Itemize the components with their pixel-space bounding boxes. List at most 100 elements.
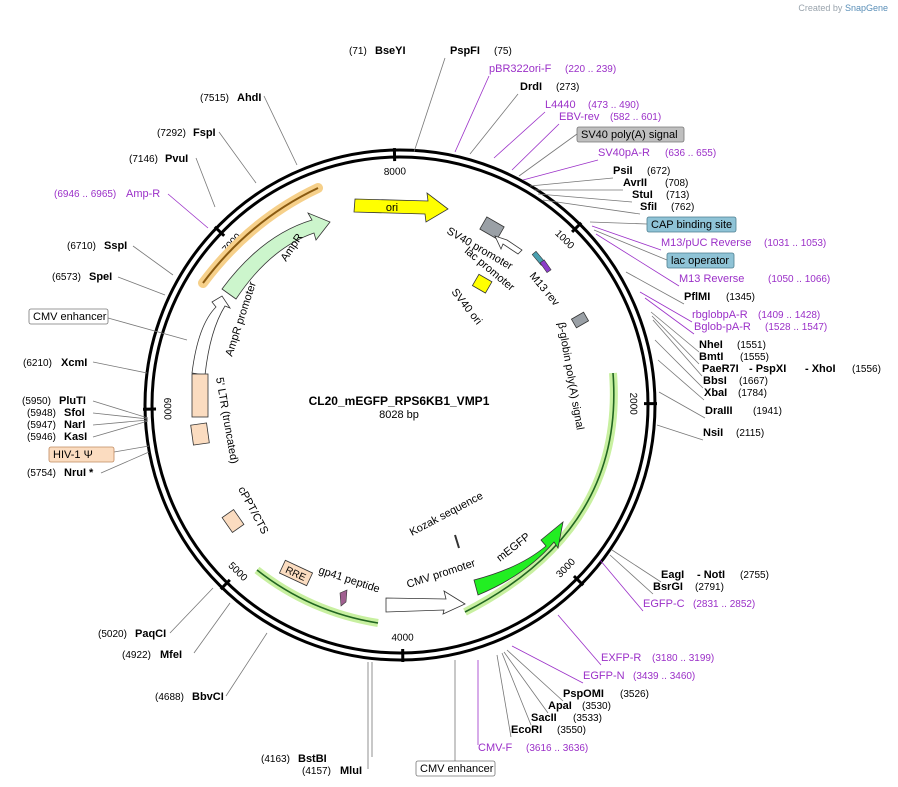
site-label-egfpc[interactable]: EGFP-C: [643, 598, 685, 610]
mEGFP-feature[interactable]: mEGFP: [473, 520, 564, 596]
site-label-psii[interactable]: PsiI: [613, 165, 633, 177]
ori-arrow[interactable]: [353, 192, 449, 223]
site-label-bglob[interactable]: Bglob-pA-R: [694, 321, 751, 333]
site-label-pluti[interactable]: PluTI: [59, 395, 86, 407]
leader-line: [611, 549, 662, 583]
site-label-ebv[interactable]: EBV-rev: [559, 111, 600, 123]
green-region-feature: [463, 372, 618, 616]
leader-line: [654, 339, 704, 389]
ampr-feature[interactable]: AmpR: [198, 183, 331, 300]
site-label-nhei[interactable]: NheI: [699, 339, 723, 351]
ltr-feature: 5' LTR (truncated): [190, 373, 240, 465]
site-label-sspi[interactable]: SspI: [104, 240, 127, 252]
site-label-nrui[interactable]: NruI *: [64, 467, 94, 479]
site-label-sv40pa-pos: (636 .. 655): [665, 148, 716, 159]
site-label-m13puc[interactable]: M13/pUC Reverse: [661, 237, 751, 249]
mEGFP-arrow[interactable]: [473, 520, 564, 596]
cap-box-label[interactable]: CAP binding site: [646, 216, 737, 233]
site-label-bstbi[interactable]: BstBI: [298, 753, 327, 765]
site-label-drdi[interactable]: DrdI: [520, 81, 542, 93]
cmv-enhancer-left-box-label[interactable]: CMV enhancer: [28, 308, 109, 325]
site-label-exfp[interactable]: EXFP-R: [601, 652, 641, 664]
site-label-ecori[interactable]: EcoRI: [511, 724, 542, 736]
leader-line: [651, 315, 700, 365]
leader-line: [503, 651, 549, 714]
site-label-noti[interactable]: - NotI: [697, 569, 725, 581]
site-label-ahdi[interactable]: AhdI: [237, 92, 261, 104]
site-label-bmti[interactable]: BmtI: [699, 351, 723, 363]
leader-line: [496, 654, 512, 738]
ampr-arrow[interactable]: [221, 212, 331, 300]
site-label-pflmi[interactable]: PflMI: [684, 291, 710, 303]
site-label-pspxi[interactable]: - PspXI: [749, 363, 786, 375]
site-label-mfei[interactable]: MfeI: [160, 649, 182, 661]
ampr-promoter-feature: AmpR promoter: [191, 280, 259, 376]
sv40-polya-label: SV40 poly(A) signal: [581, 129, 678, 141]
site-label-pvui[interactable]: PvuI: [165, 153, 188, 165]
leader-line: [92, 412, 149, 420]
site-label-mlui[interactable]: MluI: [340, 765, 362, 777]
site-label-avrii[interactable]: AvrII: [623, 177, 647, 189]
site-label-mfei-pos: (4922): [122, 650, 151, 661]
site-label-sfoi[interactable]: SfoI: [64, 407, 85, 419]
site-label-sfoi-pos: (5948): [27, 408, 56, 419]
sv40-promoter-box: [479, 216, 505, 240]
leader-line: [589, 221, 648, 225]
site-label-nsii[interactable]: NsiI: [703, 427, 723, 439]
ori-feature[interactable]: ori: [353, 192, 449, 223]
site-label-xbai[interactable]: XbaI: [704, 387, 727, 399]
leader-line: [454, 75, 490, 153]
site-label-paqci[interactable]: PaqCI: [135, 628, 166, 640]
leader-line: [537, 193, 633, 203]
site-label-nrui-pos: (5754): [27, 468, 56, 479]
site-label-kasi[interactable]: KasI: [64, 431, 87, 443]
site-label-bbsi[interactable]: BbsI: [703, 375, 727, 387]
site-label-sv40pa[interactable]: SV40pA-R: [598, 147, 650, 159]
site-label-stui[interactable]: StuI: [632, 189, 653, 201]
ltr-small-box: [190, 422, 210, 446]
site-label-xcmi[interactable]: XcmI: [61, 357, 87, 369]
leader-line: [529, 177, 614, 187]
site-label-pbr[interactable]: pBR322ori-F: [489, 63, 552, 75]
cmv-enhancer-left-box: [28, 308, 109, 325]
hiv-psi-box-label[interactable]: HIV-1 Ψ: [48, 446, 115, 463]
sv40-polya-box-label[interactable]: SV40 poly(A) signal: [576, 126, 685, 143]
site-label-apai[interactable]: ApaI: [548, 700, 572, 712]
site-label-rbglob[interactable]: rbglobpA-R: [692, 309, 748, 321]
leader-line: [167, 193, 209, 229]
lacop-box-label[interactable]: lac operator: [666, 252, 735, 269]
sv40-ori-feature: SV40 ori: [449, 273, 493, 327]
site-label-l4440[interactable]: L4440: [545, 99, 576, 111]
site-label-eagi[interactable]: EagI: [661, 569, 684, 581]
site-label-bbvci[interactable]: BbvCI: [192, 691, 224, 703]
tick-mark-7000: [213, 225, 226, 237]
leader-line: [493, 111, 546, 159]
site-label-draiii[interactable]: DraIII: [705, 405, 733, 417]
site-label-bsrgi[interactable]: BsrGI: [653, 581, 683, 593]
kozak-mark: [454, 534, 460, 549]
cmv-enhancer-bottom-box-label[interactable]: CMV enhancer: [415, 760, 496, 777]
site-label-nari[interactable]: NarI: [64, 419, 85, 431]
site-label-egfpn[interactable]: EGFP-N: [583, 670, 625, 682]
brand-name: SnapGene: [844, 3, 888, 13]
site-label-sfii[interactable]: SfiI: [640, 201, 657, 213]
site-label-spei[interactable]: SpeI: [89, 271, 112, 283]
site-label-fspi[interactable]: FspI: [193, 127, 216, 139]
plasmid-length: 8028 bp: [379, 409, 419, 421]
site-label-paer7i[interactable]: PaeR7I: [702, 363, 739, 375]
site-label-m13rev[interactable]: M13 Reverse: [679, 273, 744, 285]
cap-label: CAP binding site: [651, 219, 732, 231]
site-label-pspfi[interactable]: PspFI: [450, 45, 480, 57]
tick-mark-5000: [219, 578, 231, 591]
ampr-promoter-arrow: [191, 295, 232, 376]
cmv-promoter-label: CMV promoter: [405, 557, 477, 591]
beta-globin-label: β-globin poly(A) signal: [555, 321, 586, 430]
site-label-bseyi[interactable]: BseYI: [375, 45, 406, 57]
leader-line: [92, 361, 148, 374]
site-label-pspomi[interactable]: PspOMI: [563, 688, 604, 700]
site-label-cmvf[interactable]: CMV-F: [478, 742, 513, 754]
site-label-sacii[interactable]: SacII: [531, 712, 557, 724]
site-label-ampr-primer[interactable]: Amp-R: [126, 188, 160, 200]
site-label-xhoi[interactable]: - XhoI: [805, 363, 836, 375]
snapgene-brand: Created by SnapGene: [798, 3, 888, 13]
